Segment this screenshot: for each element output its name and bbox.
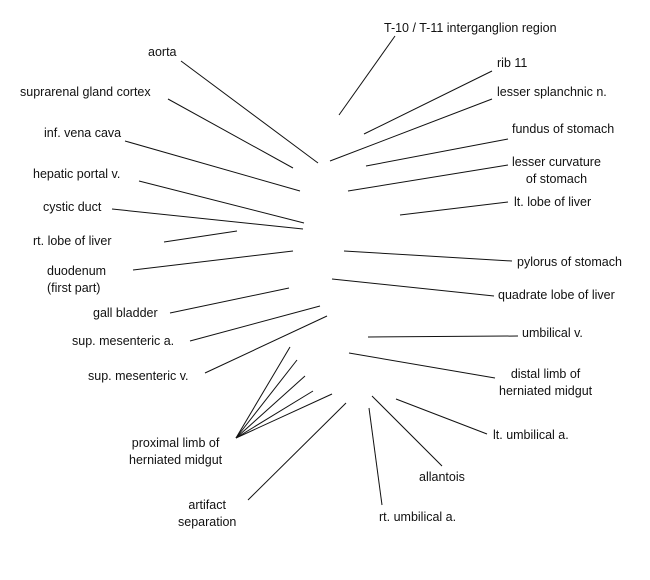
label-sup-mes-v: sup. mesenteric v. [88,368,189,385]
label-text: lesser curvature [512,155,601,169]
leader-line-proximal-1 [235,346,291,439]
label-text: lt. lobe of liver [514,195,592,209]
label-quadrate-lobe: quadrate lobe of liver [498,287,615,304]
label-text: (first part) [47,281,101,295]
leader-line-allantois [371,395,443,467]
leader-line-suprarenal-cortex [167,98,294,169]
label-distal-limb: distal limb of herniated midgut [499,366,592,400]
leader-line-quadrate-lobe [331,278,495,297]
label-text: sup. mesenteric a. [72,334,175,348]
leader-line-hepatic-portal [138,180,305,224]
label-lesser-curvature: lesser curvature of stomach [512,154,601,188]
leader-line-sup-mes-a [189,305,321,342]
leader-line-cystic-duct [111,208,304,230]
label-proximal-limb: proximal limb of herniated midgut [129,435,222,469]
label-text: T-10 / T-11 interganglion region [384,21,557,35]
label-ivc: inf. vena cava [44,125,121,142]
label-text: inf. vena cava [44,126,122,140]
label-lt-umbilical-a: lt. umbilical a. [493,427,569,444]
label-text: separation [178,515,237,529]
leader-line-sup-mes-v [204,315,328,374]
label-allantois: allantois [419,469,465,486]
label-text: herniated midgut [129,453,223,467]
label-text: cystic duct [43,200,102,214]
label-pylorus: pylorus of stomach [517,254,622,271]
leader-line-lt-lobe-liver [399,201,509,216]
label-text: herniated midgut [499,384,593,398]
leader-line-rt-lobe-liver [163,230,238,243]
label-aorta: aorta [148,44,177,61]
label-text: rt. umbilical a. [379,510,457,524]
leader-line-duodenum [132,250,294,271]
label-text: lt. umbilical a. [493,428,569,442]
leader-line-lesser-curvature [347,164,509,192]
label-text: of stomach [525,172,588,186]
label-cystic-duct: cystic duct [43,199,101,216]
leader-line-ivc [124,140,301,192]
leader-line-rt-umbilical-a [368,407,383,506]
label-rib-11: rib 11 [497,55,527,72]
label-suprarenal-cortex: suprarenal gland cortex [20,84,151,101]
label-text: fundus of stomach [512,122,615,136]
label-sup-mes-a: sup. mesenteric a. [72,333,174,350]
leader-line-pylorus [343,250,513,262]
label-lt-lobe-liver: lt. lobe of liver [514,194,591,211]
leader-line-distal-limb [348,352,496,379]
label-text: aorta [148,45,177,59]
label-text: artifact [188,498,226,512]
label-text: rt. lobe of liver [33,234,112,248]
label-text: sup. mesenteric v. [88,369,189,383]
leader-line-lesser-splanchnic [329,98,493,162]
leader-line-aorta [180,60,319,164]
label-text: lesser splanchnic n. [497,85,607,99]
label-text: quadrate lobe of liver [498,288,615,302]
label-text: distal limb of [510,367,581,381]
label-umbilical-v: umbilical v. [522,325,583,342]
leader-line-proximal-2 [235,359,298,439]
leader-line-artifact [247,402,347,501]
label-text: pylorus of stomach [517,255,622,269]
label-text: suprarenal gland cortex [20,85,151,99]
leader-line-rib-11 [363,70,493,135]
label-lesser-splanchnic: lesser splanchnic n. [497,84,607,101]
leader-line-proximal-5 [235,393,333,439]
leader-line-lt-umbilical-a [395,398,488,435]
label-text: gall bladder [93,306,158,320]
label-artifact: artifact separation [178,497,236,531]
leader-line-fundus [365,138,509,167]
label-rt-lobe-liver: rt. lobe of liver [33,233,112,250]
leader-line-proximal-4 [235,390,314,439]
label-text: proximal limb of [131,436,220,450]
label-gall-bladder: gall bladder [93,305,158,322]
label-hepatic-portal: hepatic portal v. [33,166,120,183]
label-t10-t11: T-10 / T-11 interganglion region [384,20,557,37]
label-text: hepatic portal v. [33,167,121,181]
leader-line-t10-t11 [338,35,396,116]
leader-line-umbilical-v [367,335,519,338]
label-rt-umbilical-a: rt. umbilical a. [379,509,456,526]
label-text: umbilical v. [522,326,583,340]
label-text: duodenum [47,264,107,278]
leader-line-gall-bladder [169,287,290,314]
leader-line-proximal-3 [235,375,306,439]
label-text: rib 11 [497,56,528,70]
label-fundus: fundus of stomach [512,121,614,138]
label-text: allantois [419,470,465,484]
label-duodenum: duodenum (first part) [47,263,106,297]
